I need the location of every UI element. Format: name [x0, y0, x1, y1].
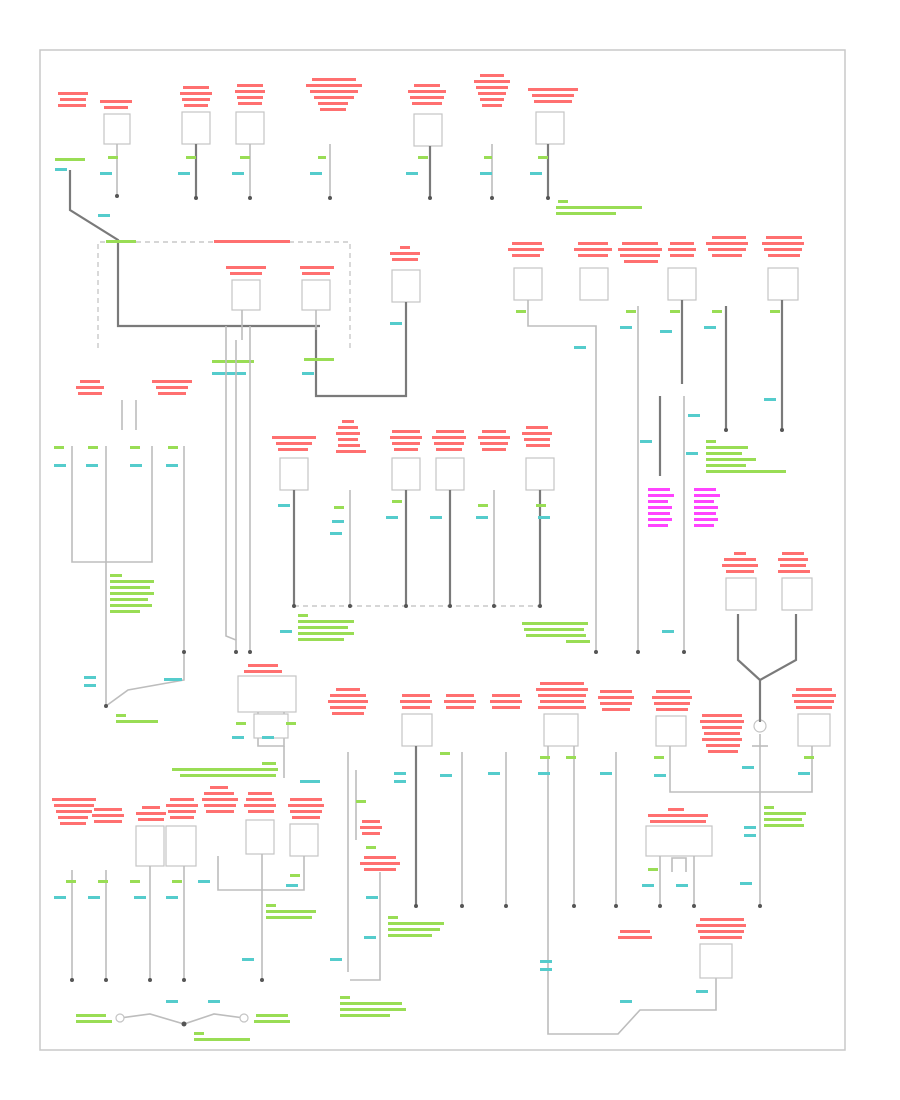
right-y-splice [722, 552, 813, 722]
component-top-8 [528, 88, 578, 145]
component-top-6 [408, 84, 446, 147]
upper-middle-components [212, 246, 421, 398]
component-top-3 [180, 86, 212, 145]
left-center-trunk [225, 326, 252, 654]
center-middle-components [272, 420, 555, 641]
lower-center-misc [330, 800, 746, 1017]
component-top-4 [235, 84, 265, 145]
diagram-border [39, 49, 846, 1051]
upper-left-bus [68, 170, 351, 350]
upper-right-components [508, 236, 804, 654]
component-top-5 [306, 78, 362, 111]
top-row-wires [55, 144, 642, 215]
ground-terminal [115, 194, 119, 198]
left-middle-components [54, 380, 192, 723]
component-top-2 [100, 100, 132, 145]
lower-components [172, 664, 836, 1035]
lower-left-components [52, 786, 324, 1041]
component-top-7 [474, 74, 510, 107]
component-top-1 [58, 92, 88, 107]
top-row-components [58, 74, 578, 147]
shielded-wire-note [648, 488, 720, 527]
